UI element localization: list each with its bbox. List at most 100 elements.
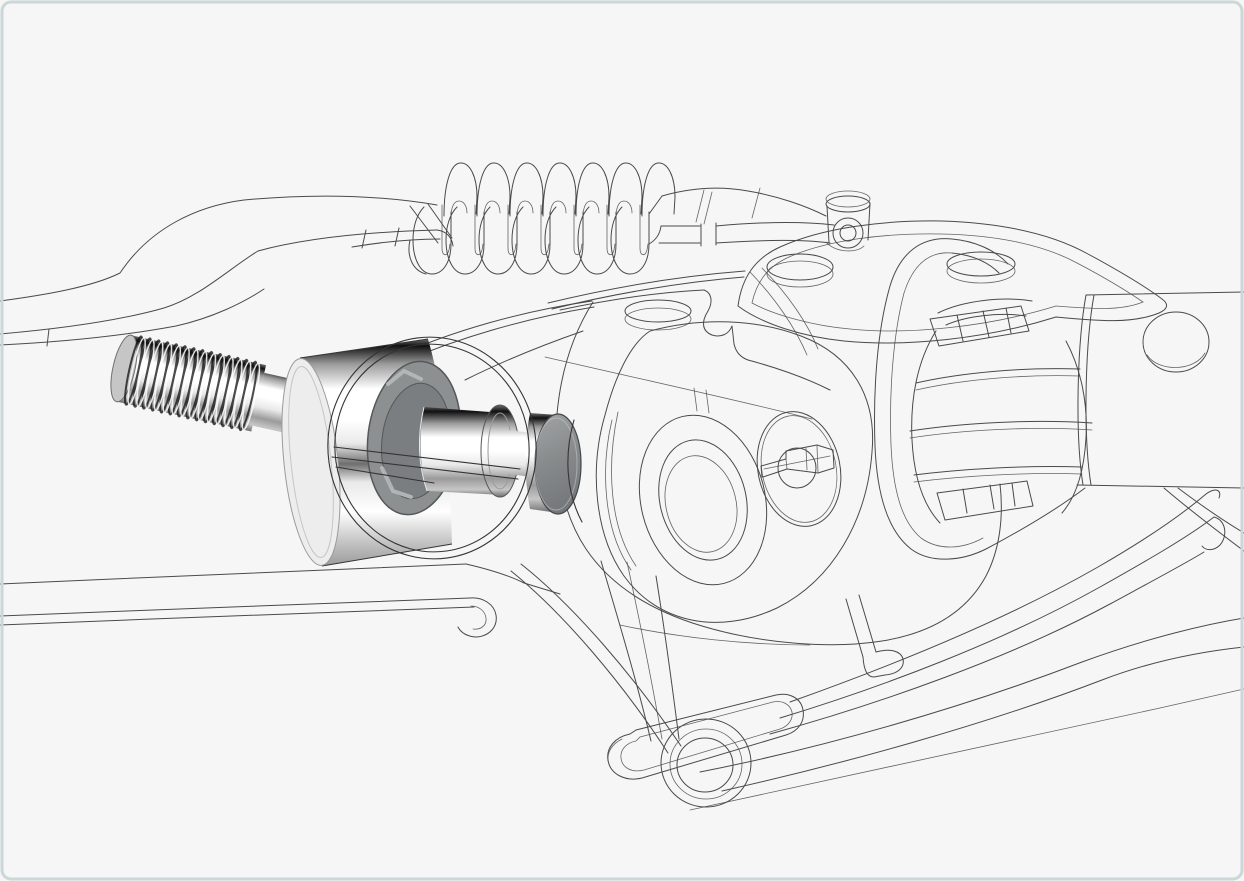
barrel-top-slats <box>929 305 1030 347</box>
ball-joint-claw <box>874 238 1093 560</box>
body-face-ticks <box>693 387 710 414</box>
barrel-bottom-slats <box>936 480 1034 521</box>
handle-band-top-edge <box>0 195 438 302</box>
pin-barrel-edges <box>299 338 453 567</box>
eye-ring-outer <box>832 217 864 249</box>
body-top-seam <box>559 289 705 311</box>
roller <box>660 718 752 808</box>
tie-rod-hook <box>457 597 497 638</box>
tie-rod-lines <box>0 563 475 626</box>
link-rod-edges <box>648 195 835 247</box>
barrel-left-face-ring <box>288 366 334 558</box>
handle-band-mid-edge <box>0 229 438 335</box>
body-face-seam <box>605 411 637 571</box>
front-bore-rings <box>638 414 768 586</box>
lock-body <box>393 270 1002 646</box>
coil-top-connectors <box>450 200 633 215</box>
spring-link-rod <box>648 187 835 247</box>
body-top-boss <box>624 299 692 323</box>
handle-band-inner-line <box>351 238 441 248</box>
claw-inner-c <box>890 252 984 548</box>
washer-hex-socket-hint <box>380 368 423 499</box>
key-blade-profile <box>760 444 835 478</box>
bore-ring-outer <box>638 414 768 586</box>
pin-shaft-left-rim <box>418 406 428 492</box>
thread-tip-face <box>110 334 138 403</box>
coil-hairpin-slots <box>441 204 649 256</box>
key-cylinder <box>756 411 842 527</box>
claw-outer-c <box>874 238 987 560</box>
tube-corner-diagonals <box>1163 487 1244 552</box>
boss-ring-inner <box>334 343 530 553</box>
thread-ridges-dark <box>123 335 258 432</box>
segmented-barrel-sides <box>911 330 1087 524</box>
post-sides <box>826 202 871 244</box>
boss-ring-outer <box>327 336 537 560</box>
body-front-face <box>595 321 874 623</box>
bundle-strap-tab <box>862 649 904 678</box>
roller-outer <box>660 718 752 808</box>
bundle-curve-3 <box>769 551 1205 735</box>
tube-hole-shadow <box>1146 352 1206 368</box>
handle-band <box>0 195 453 347</box>
coil-front-loops <box>412 206 650 275</box>
keyhole-oval-outer <box>756 411 842 527</box>
body-face-top-edge <box>747 359 831 391</box>
bundle-curve-6 <box>689 688 1244 811</box>
body-lower-seam <box>619 624 811 646</box>
handle-band-bottom-edge <box>0 288 265 346</box>
tie-rod-hook-inner <box>470 605 487 630</box>
plate-boss-left-base <box>766 260 834 288</box>
cradle-left-cap <box>607 738 623 762</box>
tube-hole <box>1142 311 1210 373</box>
barrel-left-face <box>281 358 341 566</box>
key-cylinder-face <box>777 447 817 489</box>
coil-spring <box>408 162 676 275</box>
overlay-seam-lines <box>331 446 521 484</box>
body-face-crease <box>544 356 813 420</box>
left-tie-rods <box>0 563 561 638</box>
right-tube <box>1076 291 1244 552</box>
plate-boss-right-base <box>946 258 1016 284</box>
plate-inner-edge <box>751 233 1144 332</box>
handle-band-segment-ticks <box>46 203 453 347</box>
segmented-barrel-band-echoes <box>909 375 1093 483</box>
bundle-curve-5 <box>721 646 1244 792</box>
blade-arm <box>600 560 680 742</box>
post-top-rim <box>825 190 871 208</box>
body-top-boss-base <box>624 307 692 331</box>
bore-ring-mid <box>658 439 748 561</box>
roller-cradle <box>607 693 804 780</box>
claw-to-tube-edge <box>985 487 1086 550</box>
locking-pin <box>110 334 582 567</box>
coil-back-arcs <box>443 162 676 217</box>
bundle-curve-2 <box>779 516 1215 719</box>
blade-arm-seam <box>626 561 663 740</box>
bore-ring-inner <box>664 455 738 553</box>
bundle-curve-4 <box>699 617 1244 773</box>
roller-mid <box>669 728 743 800</box>
overlay-lines <box>327 336 768 586</box>
pivot-eye-and-post <box>825 190 871 252</box>
plate-boss-right <box>946 251 1016 277</box>
eye-ring-inner <box>839 224 857 242</box>
plate-underside-edges <box>749 267 819 356</box>
pin-neck <box>498 429 534 477</box>
tube-edges <box>1076 291 1244 489</box>
coil-entry-curl <box>408 229 454 275</box>
key-blade-lines <box>763 445 831 473</box>
plate-outer-edge <box>737 220 1167 344</box>
post-top-face <box>825 195 871 213</box>
link-band-ticks <box>695 187 761 225</box>
link-band-top <box>661 187 827 217</box>
blade-arm-edges <box>600 560 680 742</box>
bundle-curve-1 <box>789 489 1221 703</box>
bundle-tip <box>1201 516 1226 551</box>
claw-top-curl <box>951 238 1009 274</box>
body-s-cutout <box>703 289 749 361</box>
tube-end-arcs <box>1077 294 1095 486</box>
thread-ridges-light <box>127 337 261 431</box>
cradle-inner <box>620 701 793 772</box>
